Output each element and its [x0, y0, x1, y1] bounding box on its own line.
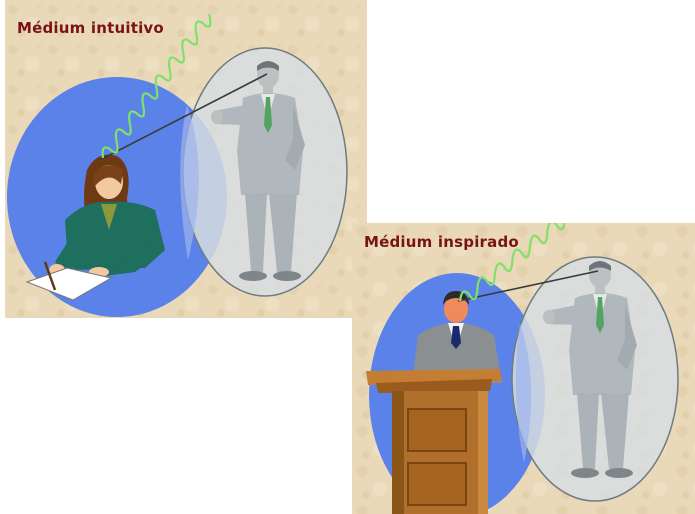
panel-2-illustration [352, 223, 695, 514]
panel-medium-intuitivo: Médium intuitivo [5, 0, 367, 318]
spirit-man-figure [211, 61, 305, 281]
thought-wave-icon [457, 223, 599, 302]
lectern-icon [366, 369, 502, 514]
writing-woman-figure [25, 154, 165, 301]
spirit-man-figure [543, 261, 637, 478]
thought-wave-icon [99, 13, 268, 161]
aura-overlap [515, 323, 532, 463]
aura-overlap [180, 105, 199, 260]
speaker-man-figure [412, 291, 502, 383]
panel-medium-inspirado: Médium inspirado [352, 223, 695, 514]
panel-1-illustration [5, 0, 367, 318]
panel-title: Médium intuitivo [17, 19, 164, 37]
panel-title: Médium inspirado [364, 233, 519, 251]
